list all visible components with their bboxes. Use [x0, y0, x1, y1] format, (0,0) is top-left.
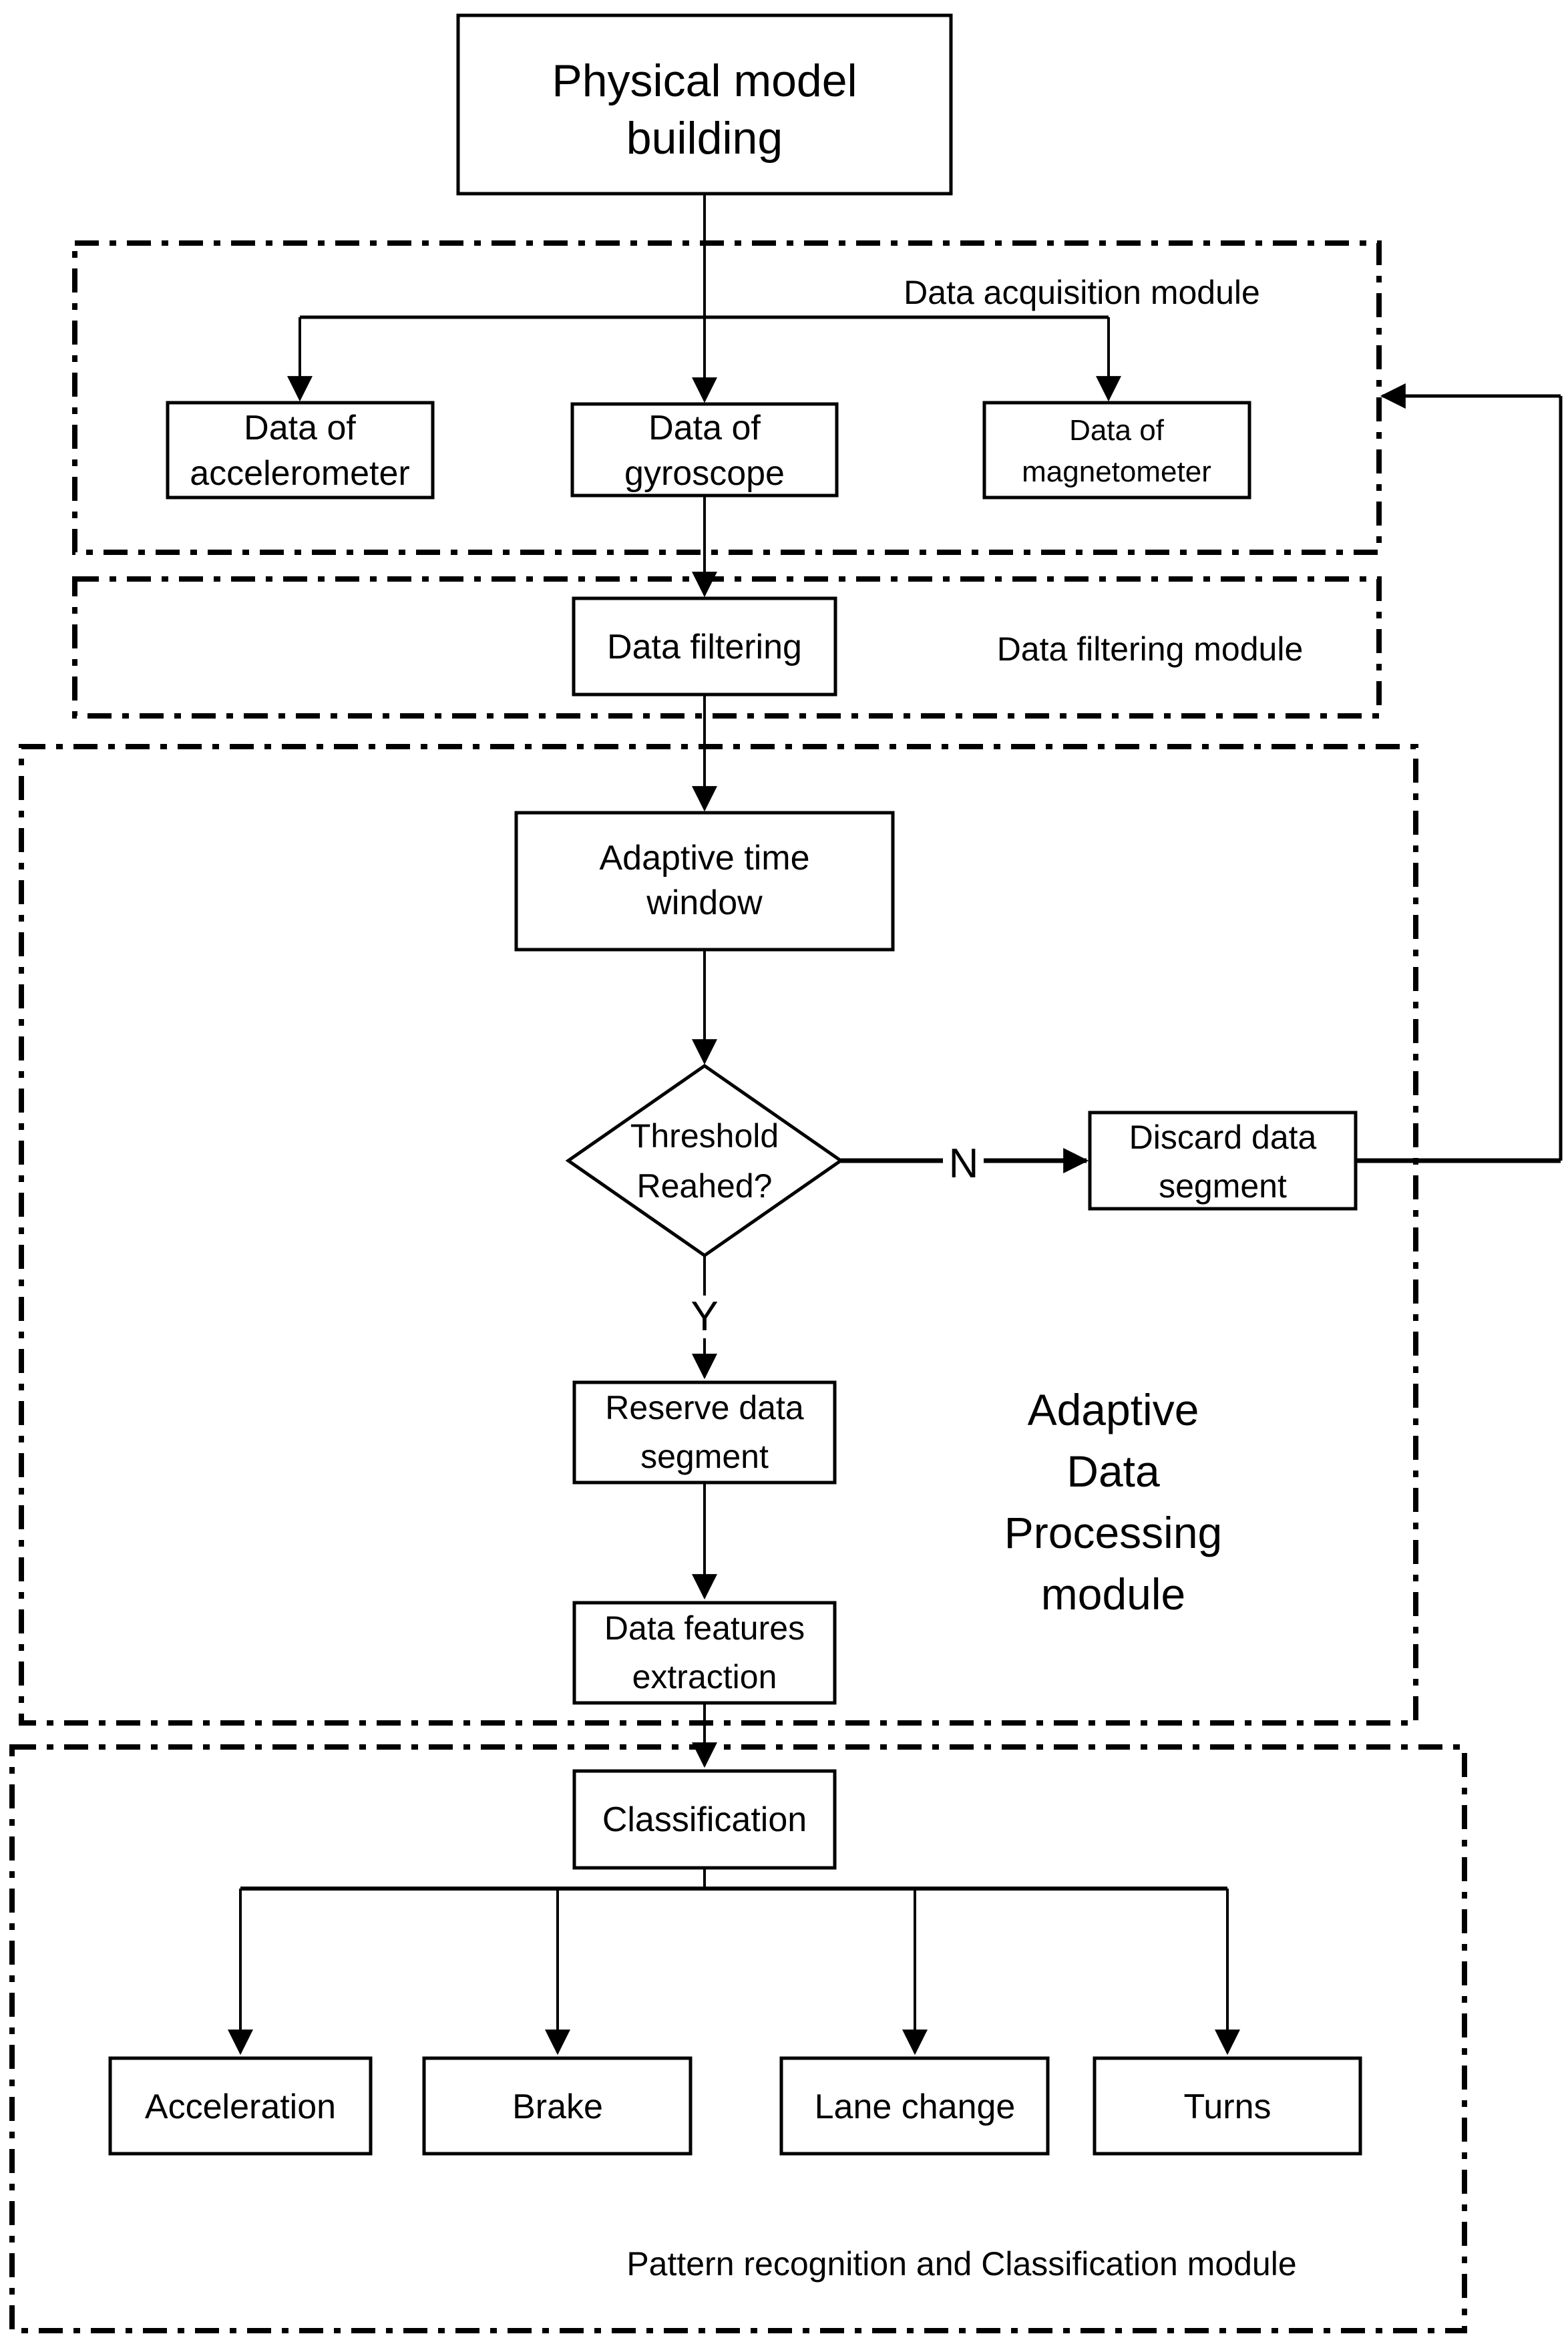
magnetometer-label-line-1: Data of — [1069, 414, 1165, 447]
discard-label-line-2: segment — [1159, 1167, 1287, 1205]
node-adaptive-time-window — [514, 811, 895, 952]
node-reserve-data-segment — [572, 1380, 837, 1485]
module-label-adaptive-line-2: Data — [1066, 1446, 1160, 1496]
reserve-label-line-1: Reserve data — [605, 1389, 804, 1426]
node-data-filtering — [572, 596, 837, 697]
accelerometer-label-line-2: accelerometer — [190, 454, 409, 493]
discard-label-line-1: Discard data — [1129, 1119, 1317, 1156]
reserve-label-line-2: segment — [640, 1438, 769, 1475]
lane-change-label: Lane change — [815, 2088, 1016, 2126]
accelerometer-label-line-1: Data of — [244, 409, 356, 447]
adaptive-window-label-line-2: window — [646, 884, 763, 922]
module-label-data-filtering: Data filtering module — [997, 630, 1304, 668]
title-line-2: building — [626, 113, 783, 164]
node-physical-model-building — [456, 13, 953, 196]
gyroscope-label-line-1: Data of — [648, 409, 761, 447]
brake-label: Brake — [512, 2088, 603, 2126]
title-line-1: Physical model — [552, 55, 857, 106]
node-classification — [572, 1769, 837, 1870]
node-discard-data-segment — [1088, 1111, 1358, 1211]
module-label-adaptive-line-4: module — [1041, 1569, 1185, 1619]
node-turns — [1093, 2056, 1362, 2156]
acceleration-label: Acceleration — [145, 2088, 336, 2126]
threshold-label-line-2: Reahed? — [637, 1167, 773, 1205]
features-label-line-2: extraction — [632, 1658, 777, 1696]
module-label-pattern-recognition: Pattern recognition and Classification m… — [626, 2245, 1296, 2283]
node-acceleration — [108, 2056, 373, 2156]
connectors — [228, 194, 1563, 2056]
edge-label-no: N — [949, 1141, 979, 1187]
module-frame-data-acquisition — [72, 240, 1382, 555]
module-label-data-acquisition: Data acquisition module — [904, 274, 1260, 311]
magnetometer-label-line-2: magnetometer — [1022, 455, 1211, 488]
classification-label: Classification — [602, 1800, 807, 1839]
module-label-adaptive-line-3: Processing — [1004, 1508, 1223, 1557]
threshold-label-line-1: Threshold — [630, 1117, 779, 1155]
edge-label-yes: Y — [691, 1294, 718, 1340]
node-brake — [422, 2056, 693, 2156]
node-data-features-extraction — [572, 1601, 837, 1705]
gyroscope-label-line-2: gyroscope — [624, 454, 785, 493]
node-lane-change — [779, 2056, 1050, 2156]
node-data-of-magnetometer — [982, 401, 1251, 500]
module-frame-adaptive-processing — [19, 744, 1418, 1726]
turns-label: Turns — [1184, 2088, 1271, 2126]
features-label-line-1: Data features — [604, 1609, 805, 1647]
node-threshold-decision — [565, 1063, 844, 1258]
adaptive-window-label-line-1: Adaptive time — [599, 839, 809, 877]
node-data-of-accelerometer — [166, 401, 435, 500]
module-label-adaptive-line-1: Adaptive — [1028, 1385, 1199, 1434]
node-data-of-gyroscope — [570, 402, 839, 498]
data-filtering-label: Data filtering — [607, 628, 802, 666]
module-frame-pattern-recognition — [9, 1744, 1467, 2333]
module-frame-data-filtering — [72, 576, 1382, 719]
